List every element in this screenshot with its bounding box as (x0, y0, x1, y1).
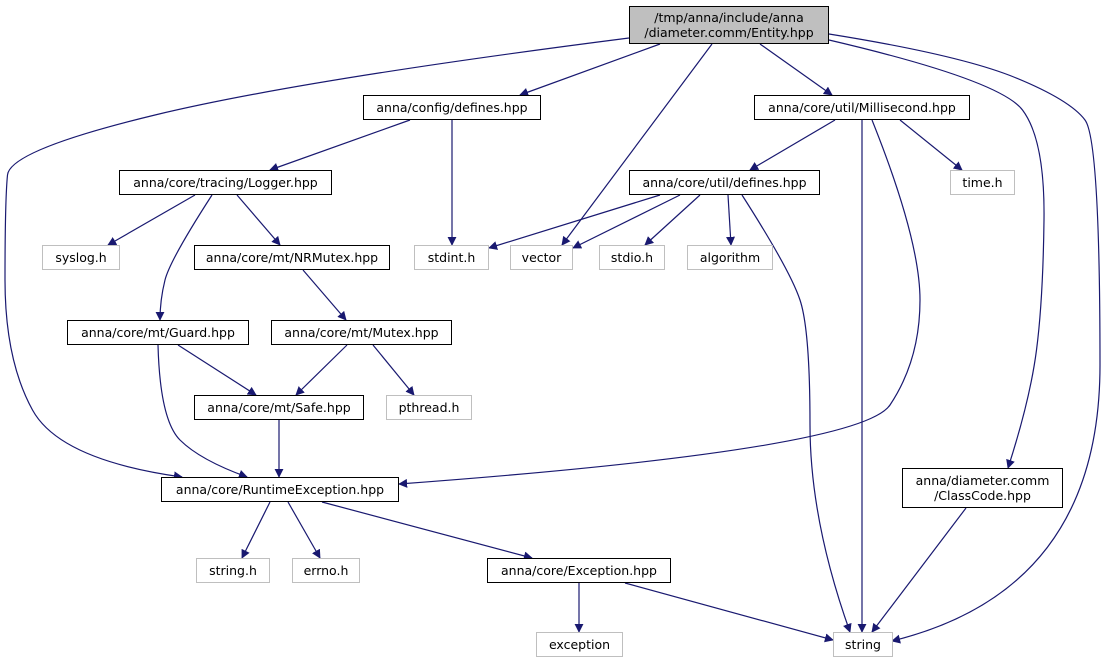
node-label: anna/config/defines.hpp (376, 100, 528, 115)
node-label: errno.h (303, 563, 349, 578)
edge-n4-n8 (488, 194, 661, 250)
node-n12[interactable]: anna/core/mt/Guard.hpp (67, 320, 249, 345)
node-n6: syslog.h (42, 245, 120, 270)
node-n21: exception (536, 632, 623, 657)
node-label: anna/core/util/defines.hpp (642, 175, 807, 190)
node-label: stdio.h (610, 250, 654, 265)
node-label: exception (548, 637, 611, 652)
node-n1[interactable]: anna/config/defines.hpp (363, 95, 541, 120)
edge-n0-n17 (828, 39, 1045, 469)
node-label: algorithm (699, 250, 761, 265)
edge-n17-n22 (871, 507, 967, 633)
edge-n1-n3 (269, 119, 411, 172)
node-label: anna/core/mt/Guard.hpp (81, 325, 235, 340)
node-label: anna/core/mt/Mutex.hpp (284, 325, 439, 340)
edge-n3-n7 (236, 194, 281, 246)
edge-n13-n14 (295, 344, 348, 396)
edge-n0-n9 (561, 43, 713, 246)
node-label: anna/diameter.comm (915, 473, 1050, 488)
node-n19: errno.h (292, 558, 360, 583)
edge-n13-n15 (372, 344, 415, 396)
edge-n20-n22 (624, 582, 834, 643)
node-n22: string (833, 632, 893, 657)
edge-n2-n16 (398, 119, 921, 488)
node-label: anna/core/util/Millisecond.hpp (768, 100, 956, 115)
node-n5: time.h (950, 170, 1015, 195)
node-label: anna/core/RuntimeException.hpp (175, 482, 385, 497)
node-label: /ClassCode.hpp (934, 488, 1031, 503)
node-n14[interactable]: anna/core/mt/Safe.hpp (194, 395, 364, 420)
node-n15: pthread.h (386, 395, 472, 420)
node-n11: algorithm (687, 245, 773, 270)
node-label: anna/core/mt/NRMutex.hpp (205, 250, 379, 265)
node-n3[interactable]: anna/core/tracing/Logger.hpp (119, 170, 332, 195)
node-n13[interactable]: anna/core/mt/Mutex.hpp (271, 320, 452, 345)
node-n2[interactable]: anna/core/util/Millisecond.hpp (754, 95, 970, 120)
node-n17[interactable]: anna/diameter.comm/ClassCode.hpp (902, 468, 1063, 508)
node-n7[interactable]: anna/core/mt/NRMutex.hpp (194, 245, 390, 270)
node-n20[interactable]: anna/core/Exception.hpp (487, 558, 671, 583)
edge-n4-n9 (572, 194, 681, 249)
node-label: pthread.h (398, 400, 460, 415)
edge-n12-n16 (157, 344, 248, 479)
node-label: time.h (962, 175, 1003, 190)
node-label: /diameter.comm/Entity.hpp (644, 25, 814, 40)
edge-n3-n6 (107, 194, 196, 246)
edge-n4-n10 (644, 194, 701, 246)
node-label: syslog.h (55, 250, 107, 265)
node-label: anna/core/mt/Safe.hpp (207, 400, 351, 415)
edge-n2-n4 (749, 119, 836, 171)
node-n4[interactable]: anna/core/util/defines.hpp (629, 170, 820, 195)
edge-n12-n14 (177, 344, 257, 396)
node-label: stdint.h (427, 250, 476, 265)
node-label: anna/core/tracing/Logger.hpp (133, 175, 318, 190)
node-n18: string.h (196, 558, 270, 583)
node-n8: stdint.h (414, 245, 489, 270)
node-n9: vector (510, 245, 573, 270)
node-label: string.h (209, 563, 257, 578)
edge-n0-n1 (519, 43, 661, 97)
node-label: anna/core/Exception.hpp (501, 563, 657, 578)
edge-n7-n13 (302, 269, 347, 321)
edge-n2-n5 (899, 119, 963, 171)
node-label: /tmp/anna/include/anna (654, 10, 804, 25)
node-n16[interactable]: anna/core/RuntimeException.hpp (161, 477, 399, 502)
edge-n16-n20 (321, 501, 533, 561)
edge-n3-n12 (155, 194, 213, 321)
node-label: vector (521, 250, 562, 265)
node-n10: stdio.h (599, 245, 665, 270)
edge-n16-n18 (241, 501, 271, 559)
edge-n0-n16 (4, 37, 630, 481)
edge-n16-n19 (287, 501, 321, 559)
edge-n0-n22 (828, 33, 1101, 644)
edge-n4-n11 (726, 194, 736, 246)
edge-n0-n2 (759, 43, 833, 96)
node-label: string (845, 637, 881, 652)
node-n0[interactable]: /tmp/anna/include/anna/diameter.comm/Ent… (629, 6, 829, 44)
edge-n4-n22 (741, 194, 852, 633)
